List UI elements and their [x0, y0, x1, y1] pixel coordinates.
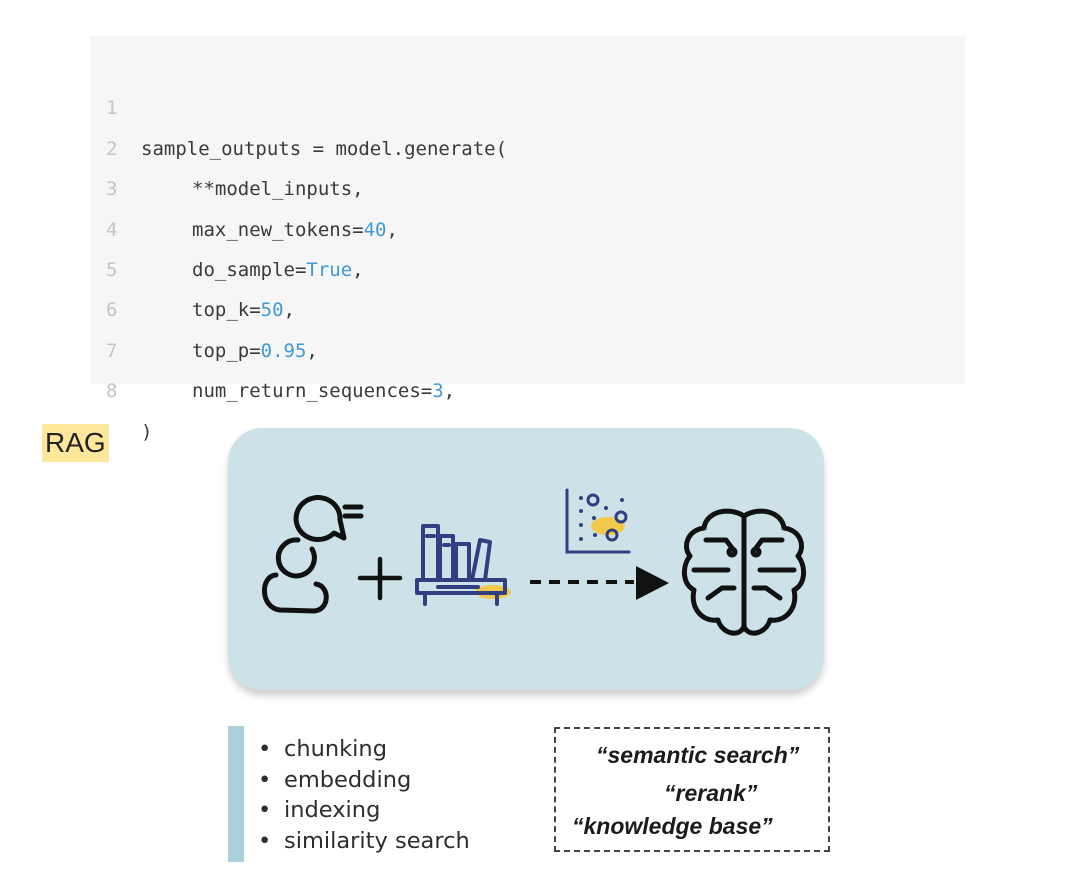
code-text: ,: [443, 380, 456, 403]
code-text: ): [141, 420, 153, 443]
list-item: indexing: [258, 795, 470, 826]
line-number: 1: [106, 97, 118, 120]
code-number: 50: [260, 299, 284, 322]
code-line: 1 sample_outputs = model.generate(: [90, 48, 965, 159]
rag-label: RAG: [42, 424, 109, 462]
code-number: 0.95: [260, 339, 307, 362]
line-number: 2: [106, 137, 118, 160]
bullet-accent-bar: [228, 726, 244, 862]
code-text: ,: [306, 339, 318, 362]
code-text: top_k=: [192, 299, 261, 322]
code-line: 2 **model_inputs,: [90, 88, 965, 200]
rag-steps-list: chunking embedding indexing similarity s…: [258, 734, 470, 856]
keyword-knowledge-base: “knowledge base”: [572, 813, 773, 839]
list-item: chunking: [258, 734, 470, 765]
dashed-arrow-icon: [530, 566, 669, 600]
bookshelf-icon: [415, 524, 511, 606]
code-line: 5 top_k=50,: [90, 210, 965, 321]
code-text: do_sample=: [192, 258, 307, 281]
list-item: similarity search: [258, 826, 470, 857]
rag-diagram-panel: [228, 428, 824, 690]
scatter-plot-icon: [565, 488, 631, 554]
line-number: 6: [106, 299, 118, 322]
code-text: ,: [352, 258, 364, 281]
rag-diagram: [262, 488, 806, 636]
keyword-box: “semantic search” “rerank” “knowledge ba…: [554, 727, 830, 852]
code-line: 8 ): [90, 331, 965, 442]
keyword-semantic-search: “semantic search”: [596, 742, 800, 768]
line-number: 5: [106, 258, 118, 281]
plus-icon: [357, 556, 403, 601]
line-number: 3: [106, 178, 118, 201]
brain-icon: [682, 508, 806, 636]
code-number: 3: [432, 380, 444, 403]
code-text: top_p=: [192, 339, 261, 362]
user-chat-icon: [262, 495, 364, 614]
code-text: ,: [386, 218, 398, 241]
code-text: num_return_sequences=: [192, 380, 433, 403]
code-text: **model_inputs,: [192, 178, 364, 201]
code-text: max_new_tokens=: [192, 218, 364, 241]
list-item: embedding: [258, 765, 470, 796]
code-line: 4 do_sample=True,: [90, 169, 965, 281]
code-number: True: [306, 258, 353, 281]
line-number: 4: [106, 218, 118, 241]
code-text: ,: [283, 299, 295, 322]
code-line: 3 max_new_tokens=40,: [90, 129, 965, 240]
keyword-rerank: “rerank”: [664, 780, 758, 806]
code-line: 7 num_return_sequences=3,: [90, 290, 965, 402]
code-line: 6 top_p=0.95,: [90, 250, 965, 361]
line-number: 7: [106, 339, 118, 362]
line-number: 8: [106, 380, 118, 403]
code-block: 1 sample_outputs = model.generate( 2 **m…: [90, 36, 965, 443]
code-number: 40: [363, 218, 387, 241]
code-text: sample_outputs = model.generate(: [141, 137, 508, 160]
